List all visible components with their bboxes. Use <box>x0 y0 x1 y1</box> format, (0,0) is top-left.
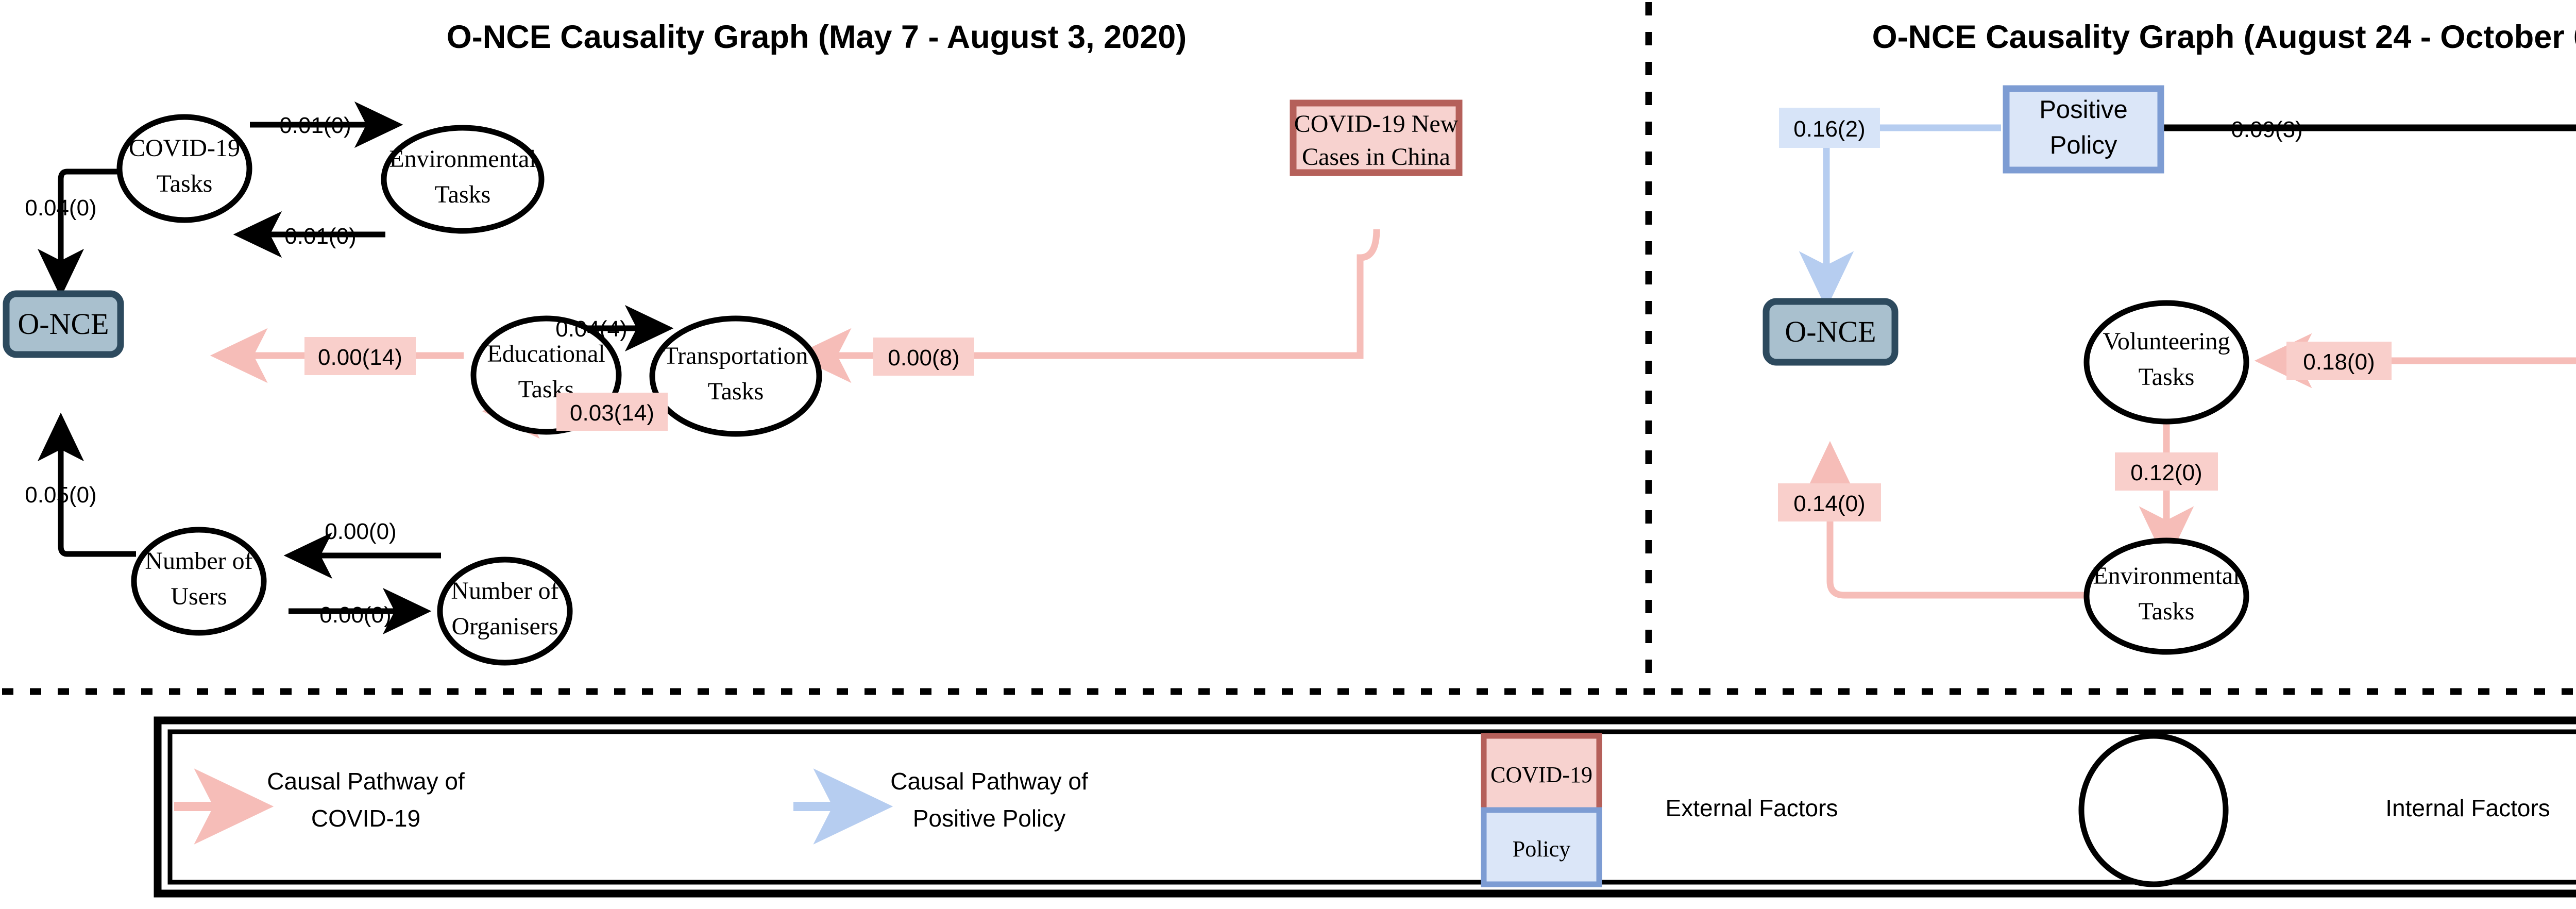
number-of-organisers-line1: Number of <box>451 577 558 604</box>
number-of-organisers-ellipse <box>437 557 573 666</box>
node-number-of-users-left[interactable]: Number of Users <box>131 527 267 636</box>
legend-external-factors-label: External Factors <box>1666 795 1838 821</box>
number-of-organisers-line2: Organisers <box>451 613 558 640</box>
legend: Causal Pathway of COVID-19 Causal Pathwa… <box>154 716 2576 898</box>
node-once-left[interactable]: O-NCE <box>3 290 124 358</box>
transportation-tasks-line2: Tasks <box>708 378 764 405</box>
positive-policy-box <box>2003 85 2164 174</box>
edge-label-educationaltasks-once: 0.00(14) <box>318 345 402 370</box>
edge-label-volunteeringtasks-environmentaltasks: 0.12(0) <box>2130 460 2202 485</box>
edge-numberofusers-to-once <box>37 412 136 557</box>
legend-swatch-covid-label: COVID-19 <box>1490 762 1592 787</box>
edge-label-environmentaltasks-once-right: 0.14(0) <box>1793 491 1865 516</box>
right-panel: Positive Policy O-NCE Volunteering Tasks… <box>1762 85 2576 655</box>
node-environmental-tasks-right[interactable]: Environmental Tasks <box>2083 537 2249 655</box>
volunteering-tasks-line1: Volunteering <box>2103 328 2230 355</box>
covid19-tasks-ellipse <box>116 114 252 223</box>
node-once-right[interactable]: O-NCE <box>1762 298 1899 366</box>
environmental-tasks-line1: Environmental <box>389 145 536 173</box>
left-panel-title: O-NCE Causality Graph (May 7 - August 3,… <box>447 19 1187 55</box>
edge-label-bg-policy-once <box>1779 108 1880 148</box>
legend-swatch-policy-label: Policy <box>1513 836 1570 862</box>
covid19-tasks-line2: Tasks <box>157 170 213 197</box>
edge-label-environmentaltasks-covid19tasks: 0.01(0) <box>284 224 356 249</box>
legend-blue-line2: Positive Policy <box>913 805 1066 832</box>
once-box <box>3 290 124 358</box>
right-panel-title: O-NCE Causality Graph (August 24 - Octob… <box>1872 19 2576 55</box>
edge-label-positivepolicy-numberofusers: 0.09(3) <box>2231 117 2302 142</box>
edge-label-bg-volunteering-environmental <box>2115 452 2218 491</box>
volunteering-tasks-ellipse <box>2083 300 2249 425</box>
environmental-tasks-right-line1: Environmental <box>2093 562 2240 590</box>
right-edge-labels: 0.16(2) 0.09(3) 0.18(0) 0.12(0) 0.14(0) … <box>1778 108 2392 521</box>
legend-item-blue-arrow: Causal Pathway of Positive Policy <box>793 768 1088 845</box>
legend-item-external-factors: COVID-19 Policy External Factors <box>1481 733 1838 887</box>
edge-label-transportationtasks-educationaltasks: 0.03(14) <box>570 400 654 426</box>
legend-blue-line1: Causal Pathway of <box>890 768 1088 795</box>
number-of-users-line2: Users <box>171 583 227 610</box>
once-box-right <box>1762 298 1899 366</box>
legend-pink-line2: COVID-19 <box>311 805 420 832</box>
edge-label-bg-transportation-educational <box>556 393 668 431</box>
legend-item-pink-arrow: Causal Pathway of COVID-19 <box>174 768 465 845</box>
left-panel: O-NCE COVID-19 Tasks Environmental Tasks… <box>3 99 1463 666</box>
left-edges <box>37 101 1380 635</box>
legend-item-internal-factors: Internal Factors <box>2078 733 2550 887</box>
edge-label-covid19tasks-environmentaltasks: 0.01(0) <box>279 113 351 138</box>
once-label-right: O-NCE <box>1785 315 1876 348</box>
node-volunteering-tasks[interactable]: Volunteering Tasks <box>2083 300 2249 425</box>
environmental-tasks-right-line2: Tasks <box>2139 598 2195 625</box>
swatch-policy-icon <box>1481 807 1602 887</box>
edge-label-bg-covidcases-transportation <box>873 338 974 376</box>
positive-policy-line1: Positive <box>2039 96 2128 124</box>
environmental-tasks-line2: Tasks <box>435 181 491 208</box>
edge-environmentaltasks-to-once-right <box>1802 441 2092 599</box>
volunteering-tasks-line2: Tasks <box>2139 363 2195 391</box>
legend-pink-line1: Causal Pathway of <box>267 768 465 795</box>
node-transportation-tasks[interactable]: Transportation Tasks <box>649 315 822 437</box>
transportation-tasks-ellipse <box>649 315 822 437</box>
left-edge-labels: 0.01(0) 0.01(0) 0.04(0) 0.04(4) 0.00(14)… <box>25 113 974 628</box>
node-environmental-tasks-left[interactable]: Environmental Tasks <box>381 125 545 234</box>
positive-policy-line2: Policy <box>2050 131 2117 159</box>
edge-label-educationaltasks-transportationtasks: 0.04(4) <box>555 316 627 342</box>
edge-label-numberofusers-numberoforganisers: 0.00(0) <box>319 602 391 628</box>
covid19-tasks-line1: COVID-19 <box>129 134 240 162</box>
edge-covidnewcases-to-transportationtasks <box>793 229 1380 383</box>
number-of-users-ellipse <box>131 527 267 636</box>
ellipse-outline-icon <box>2078 733 2229 887</box>
edge-label-bg-environmental-once <box>1778 483 1881 521</box>
edge-label-bg-educational-once <box>304 337 416 375</box>
edge-label-covidnewcases-transportationtasks: 0.00(8) <box>888 345 959 371</box>
edge-covid19tasks-to-once <box>37 169 122 298</box>
edge-label-bg-users-volunteering <box>2286 342 2392 380</box>
once-label: O-NCE <box>18 307 109 341</box>
node-covid-new-cases-china-left[interactable]: COVID-19 New Cases in China <box>1290 99 1463 176</box>
covid-cases-line1: COVID-19 New <box>1294 110 1459 138</box>
edge-label-covid19tasks-once: 0.04(0) <box>25 195 96 221</box>
edge-label-numberofusers-once: 0.05(0) <box>25 482 96 508</box>
legend-internal-factors-label: Internal Factors <box>2385 795 2550 821</box>
edge-label-numberofusers-volunteeringtasks: 0.18(0) <box>2303 349 2375 375</box>
transportation-tasks-line1: Transportation <box>664 342 808 369</box>
environmental-tasks-ellipse-right <box>2083 537 2249 655</box>
covid-cases-line2: Cases in China <box>1302 143 1450 171</box>
educational-tasks-line1: Educational <box>487 340 605 367</box>
node-number-of-organisers[interactable]: Number of Organisers <box>437 557 573 666</box>
covid-cases-box <box>1290 99 1463 176</box>
node-positive-policy[interactable]: Positive Policy <box>2003 85 2164 174</box>
edge-label-positivepolicy-once: 0.16(2) <box>1793 116 1865 142</box>
number-of-users-line1: Number of <box>145 547 252 575</box>
node-covid19-tasks[interactable]: COVID-19 Tasks <box>116 114 252 223</box>
environmental-tasks-ellipse <box>381 125 545 234</box>
edge-label-numberoforganisers-numberofusers: 0.00(0) <box>325 519 396 544</box>
